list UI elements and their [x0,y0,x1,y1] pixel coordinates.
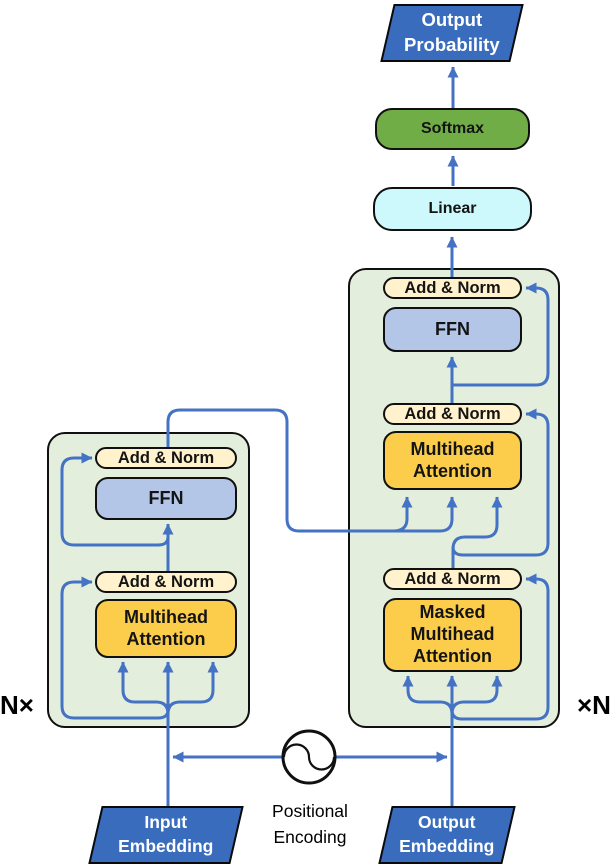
decoder-ffn-add-norm-pill: Add & Norm [383,277,522,299]
multihead-attention-label: Multihead Attention [410,438,495,481]
linear-node: Linear [373,187,532,231]
decoder-masked-multihead-attention-node: Masked Multihead Attention [383,598,522,672]
output-probability-label: Output Probability [404,9,500,55]
softmax-node: Softmax [375,108,530,150]
positional-encoding-label: Positional Encoding [272,801,348,848]
decoder-multihead-attention-node: Multihead Attention [383,431,522,490]
add-norm-label: Add & Norm [117,572,215,591]
decoder-masked-attention-add-norm-pill: Add & Norm [383,568,522,590]
ffn-label: FFN [148,487,184,508]
encoder-ffn-add-norm-pill: Add & Norm [95,447,237,469]
multihead-attention-label: Multihead Attention [124,606,208,649]
masked-multihead-attention-label: Masked Multihead Attention [410,602,495,666]
positional-encoding-icon [281,729,337,785]
output-probability-node: Output Probability [380,4,524,62]
output-embedding-label: Output Embedding [399,812,495,856]
encoder-attention-add-norm-pill: Add & Norm [95,571,237,593]
add-norm-label: Add & Norm [404,404,501,423]
output-embedding-node: Output Embedding [378,806,516,864]
decoder-ffn-node: FFN [383,307,522,352]
decoder-repeat-label: ×N [577,690,611,720]
linear-label: Linear [428,200,477,218]
add-norm-label: Add & Norm [404,569,501,588]
decoder-cross-attention-add-norm-pill: Add & Norm [383,403,522,425]
ffn-label: FFN [435,318,470,339]
encoder-ffn-node: FFN [95,477,237,520]
input-embedding-node: Input Embedding [88,806,244,864]
add-norm-label: Add & Norm [117,448,215,467]
encoder-multihead-attention-node: Multihead Attention [95,599,237,658]
encoder-repeat-label: N× [0,690,34,720]
input-embedding-label: Input Embedding [118,812,214,856]
softmax-label: Softmax [420,120,485,138]
add-norm-label: Add & Norm [404,278,501,297]
